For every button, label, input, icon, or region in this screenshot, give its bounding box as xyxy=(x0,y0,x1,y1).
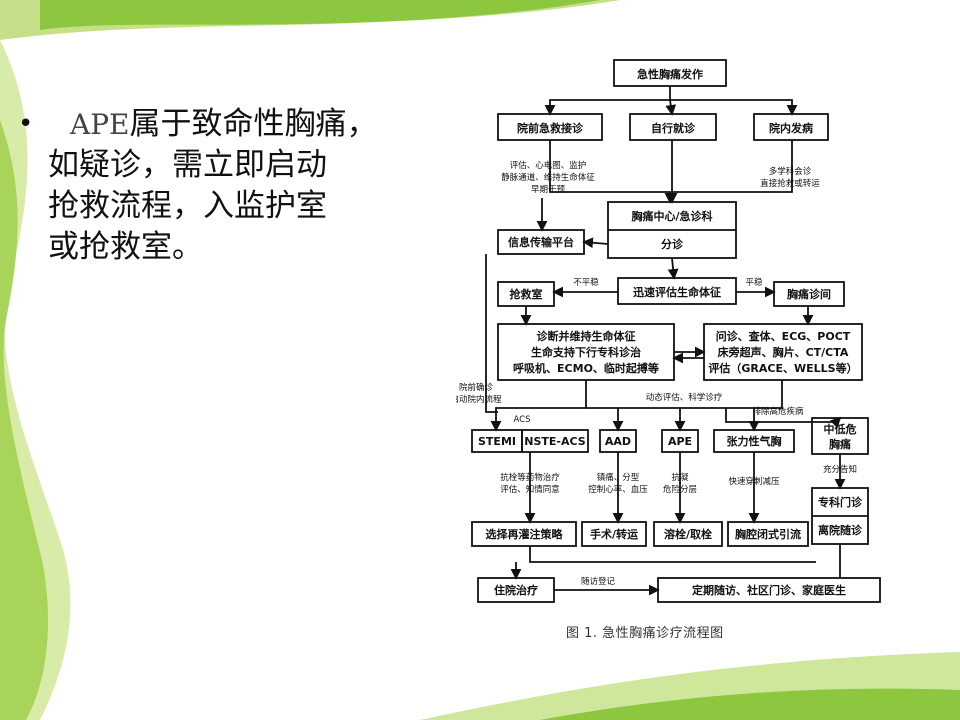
text-clinic: 胸痛诊间 xyxy=(787,287,831,301)
text-self-visit: 自行就诊 xyxy=(651,121,696,135)
text-drain: 胸腔闭式引流 xyxy=(735,527,801,541)
bullet-line-3: 抢救流程，入监护室 xyxy=(48,188,327,224)
note-pre-2: 静脉通道、维持生命体征 xyxy=(501,172,595,183)
note-acs-2: 评估、知情同意 xyxy=(500,484,560,495)
text-hospital: 住院治疗 xyxy=(494,583,538,597)
box-thrombo xyxy=(653,521,723,547)
text-stemi: STEMI xyxy=(478,435,516,448)
note-aad-2: 控制心率、血压 xyxy=(588,484,648,495)
text-info: 信息传输平台 xyxy=(508,235,574,249)
label-stable: 平稳 xyxy=(745,277,763,288)
text-specialist-1: 专科门诊 xyxy=(818,495,863,509)
text-exams-1: 问诊、查体、ECG、POCT xyxy=(716,329,851,343)
text-low-1: 中低危 xyxy=(824,422,857,436)
flowchart: 急性胸痛发作 院前急救接诊 自行就诊 院内发病 胸痛中心/急诊科 分诊 信息传输… xyxy=(450,52,896,652)
text-nste: NSTE-ACS xyxy=(524,435,586,448)
note-aad-1: 镇痛、分型 xyxy=(597,472,640,483)
label-follow-reg: 随访登记 xyxy=(581,576,616,587)
note-ptx: 快速穿刺减压 xyxy=(728,476,780,487)
text-exams-2: 床旁超声、胸片、CT/CTA xyxy=(718,345,849,359)
text-thrombo: 溶栓/取栓 xyxy=(664,527,712,541)
note-in-1: 多学科会诊 xyxy=(769,166,812,177)
text-pre-hospital: 院前急救接诊 xyxy=(517,121,584,135)
label-exclude: 排除高危疾病 xyxy=(752,406,804,417)
text-reperf: 选择再灌注策略 xyxy=(486,527,564,541)
bullet-dot: • xyxy=(18,109,34,139)
text-stabilize-1: 诊断并维持生命体征 xyxy=(537,329,636,343)
text-aad: AAD xyxy=(605,435,631,448)
flowchart-svg: 急性胸痛发作 院前急救接诊 自行就诊 院内发病 胸痛中心/急诊科 分诊 信息传输… xyxy=(450,59,881,603)
text-top: 急性胸痛发作 xyxy=(637,67,703,81)
text-stabilize-2: 生命支持下行专科诊治 xyxy=(531,345,641,359)
note-side-2: 启动院内流程 xyxy=(456,394,502,405)
note-pre-3: 早期干预 xyxy=(531,184,566,195)
text-ape: APE xyxy=(668,435,692,448)
label-dynamic: 动态评估、科学诊疗 xyxy=(646,392,723,403)
text-followup: 定期随访、社区门诊、家庭医生 xyxy=(692,583,846,597)
text-specialist-2: 离院随诊 xyxy=(818,523,863,537)
figure-caption: 图 1. 急性胸痛诊疗流程图 xyxy=(566,626,724,641)
text-exams-3: 评估（GRACE、WELLS等） xyxy=(708,361,857,375)
text-in-hospital: 院内发病 xyxy=(769,121,813,135)
box-drain xyxy=(727,521,809,547)
bullet-line-1: APE属于致命性胸痛， xyxy=(48,104,438,145)
note-low: 充分告知 xyxy=(823,464,857,475)
bullet-lead: APE xyxy=(70,108,130,141)
note-pre-1: 评估、心电图、监护 xyxy=(510,160,587,171)
text-low-2: 胸痛 xyxy=(829,437,851,451)
note-acs-1: 抗栓等药物治疗 xyxy=(500,472,560,483)
text-center: 胸痛中心/急诊科 xyxy=(631,209,712,223)
text-stabilize-3: 呼吸机、ECMO、临时起搏等 xyxy=(513,361,659,375)
bullet-block: • APE属于致命性胸痛， 如疑诊，需立即启动 抢救流程，入监护室 或抢救室。 xyxy=(18,104,438,268)
text-rescue: 抢救室 xyxy=(510,287,543,301)
text-rapid: 迅速评估生命体征 xyxy=(633,285,721,299)
bullet-line-4: 或抢救室。 xyxy=(48,229,203,265)
box-reperf xyxy=(471,521,577,547)
note-side-1: 院前确诊 xyxy=(459,382,494,393)
note-ape-2: 危险分层 xyxy=(663,484,697,495)
text-triage: 分诊 xyxy=(661,237,684,251)
bullet-rest: 属于致命性胸痛， xyxy=(129,106,378,142)
box-nste xyxy=(521,429,589,453)
note-ape-1: 抗凝 xyxy=(671,472,689,483)
text-surgery: 手术/转运 xyxy=(590,527,638,541)
label-unstable: 不平稳 xyxy=(573,277,599,288)
bullet-line-2: 如疑诊，需立即启动 xyxy=(48,147,327,183)
label-acs: ACS xyxy=(514,415,531,425)
text-ptx: 张力性气胸 xyxy=(727,434,782,448)
note-in-2: 直接抢救或转运 xyxy=(760,178,820,189)
